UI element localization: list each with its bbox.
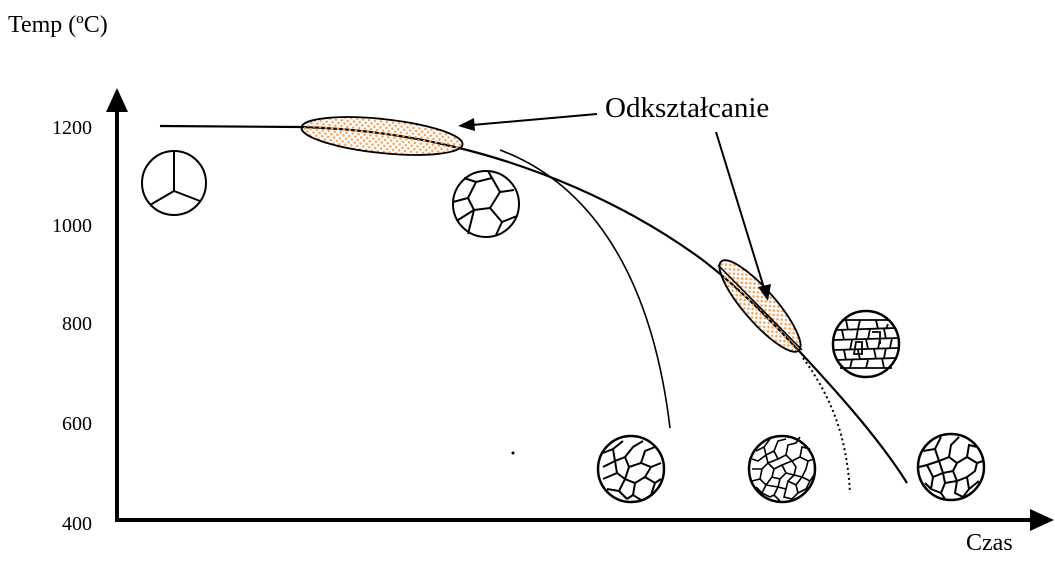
grain-structure-elongated-icon: [833, 311, 899, 377]
grain-structure-3-icon: [142, 151, 206, 215]
y-axis-arrow: [106, 88, 128, 112]
axes: [106, 88, 1054, 531]
y-tick-label: 1000: [40, 215, 92, 238]
y-tick-label: 400: [40, 513, 92, 536]
y-tick-label: 600: [40, 413, 92, 436]
y-tick-label: 800: [40, 313, 92, 336]
stray-dot: [512, 452, 515, 455]
deformation-zone-2: [709, 251, 811, 361]
x-axis-label: Czas: [966, 530, 1013, 557]
deformation-annotation: Odkształcanie: [605, 92, 769, 125]
arrow-to-zone-1: [472, 114, 597, 125]
grain-structure-coarse-icon: [453, 171, 519, 237]
y-axis-label: Temp (ºC): [8, 12, 108, 39]
y-tick-label: 1200: [40, 117, 92, 140]
grain-structure-fine-icon: [598, 436, 664, 502]
grain-structure-recrystallized-icon: [918, 434, 984, 500]
grain-structure-finer-icon: [749, 436, 815, 502]
main-cooling-curve: [160, 126, 907, 483]
x-axis-arrow: [1030, 509, 1054, 531]
deformation-zone-1: [300, 111, 465, 162]
